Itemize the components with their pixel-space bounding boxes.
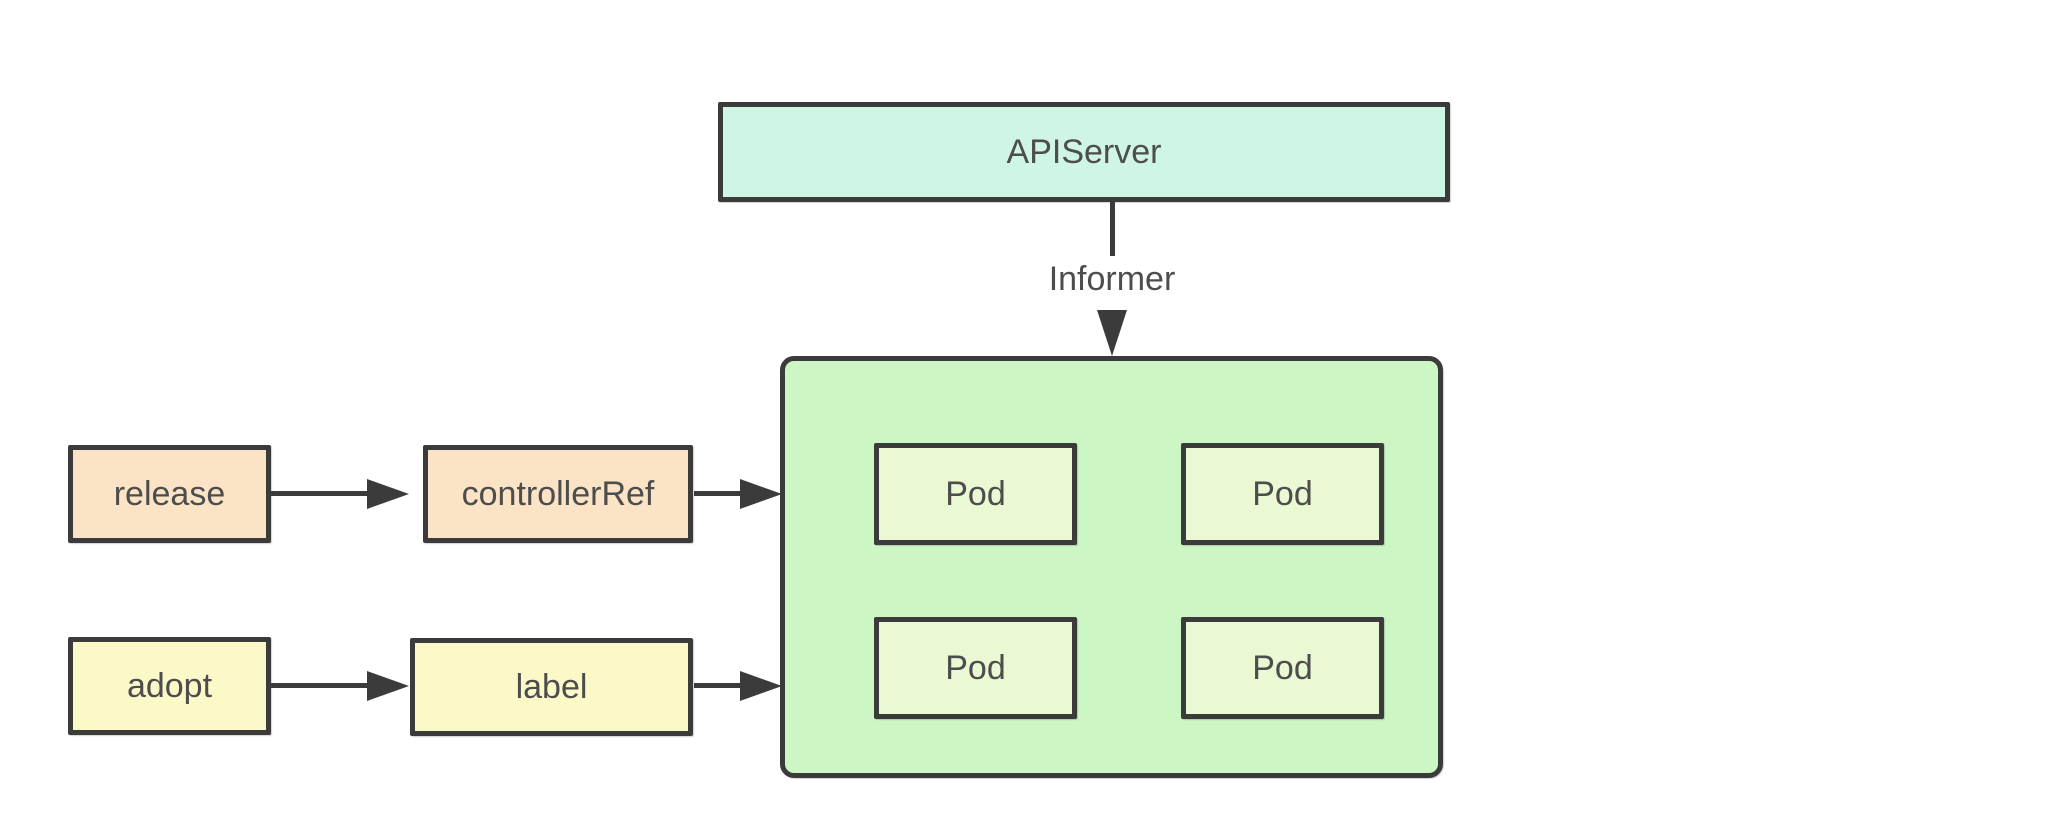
adopt-label: adopt (126, 666, 213, 705)
informer-edge-label: Informer (962, 256, 1262, 302)
pod-label: Pod (1252, 648, 1313, 687)
pod-node-2: Pod (1181, 443, 1384, 545)
label-node: label (410, 638, 693, 736)
pod-node-4: Pod (1181, 617, 1384, 719)
adopt-to-label-line (271, 683, 367, 688)
label-to-podgroup-line (694, 683, 740, 688)
pod-node-3: Pod (874, 617, 1077, 719)
controllerref-to-podgroup-arrowhead-icon (740, 479, 782, 509)
label-node-label: label (515, 667, 588, 706)
release-to-controllerref-arrowhead-icon (367, 479, 409, 509)
adopt-node: adopt (68, 637, 271, 735)
release-label: release (113, 474, 226, 513)
apiserver-node: APIServer (718, 102, 1450, 202)
controllerref-to-podgroup-line (694, 491, 740, 496)
apiserver-label: APIServer (1006, 132, 1162, 171)
release-to-controllerref-line (271, 491, 367, 496)
pod-label: Pod (1252, 474, 1313, 513)
pod-label: Pod (945, 648, 1006, 687)
informer-connector-line (1110, 202, 1115, 258)
adopt-to-label-arrowhead-icon (367, 671, 409, 701)
controllerref-label: controllerRef (461, 474, 655, 513)
informer-arrowhead-icon (1097, 310, 1127, 356)
release-node: release (68, 445, 271, 543)
controllerref-node: controllerRef (423, 445, 693, 543)
label-to-podgroup-arrowhead-icon (740, 671, 782, 701)
pod-node-1: Pod (874, 443, 1077, 545)
pod-label: Pod (945, 474, 1006, 513)
